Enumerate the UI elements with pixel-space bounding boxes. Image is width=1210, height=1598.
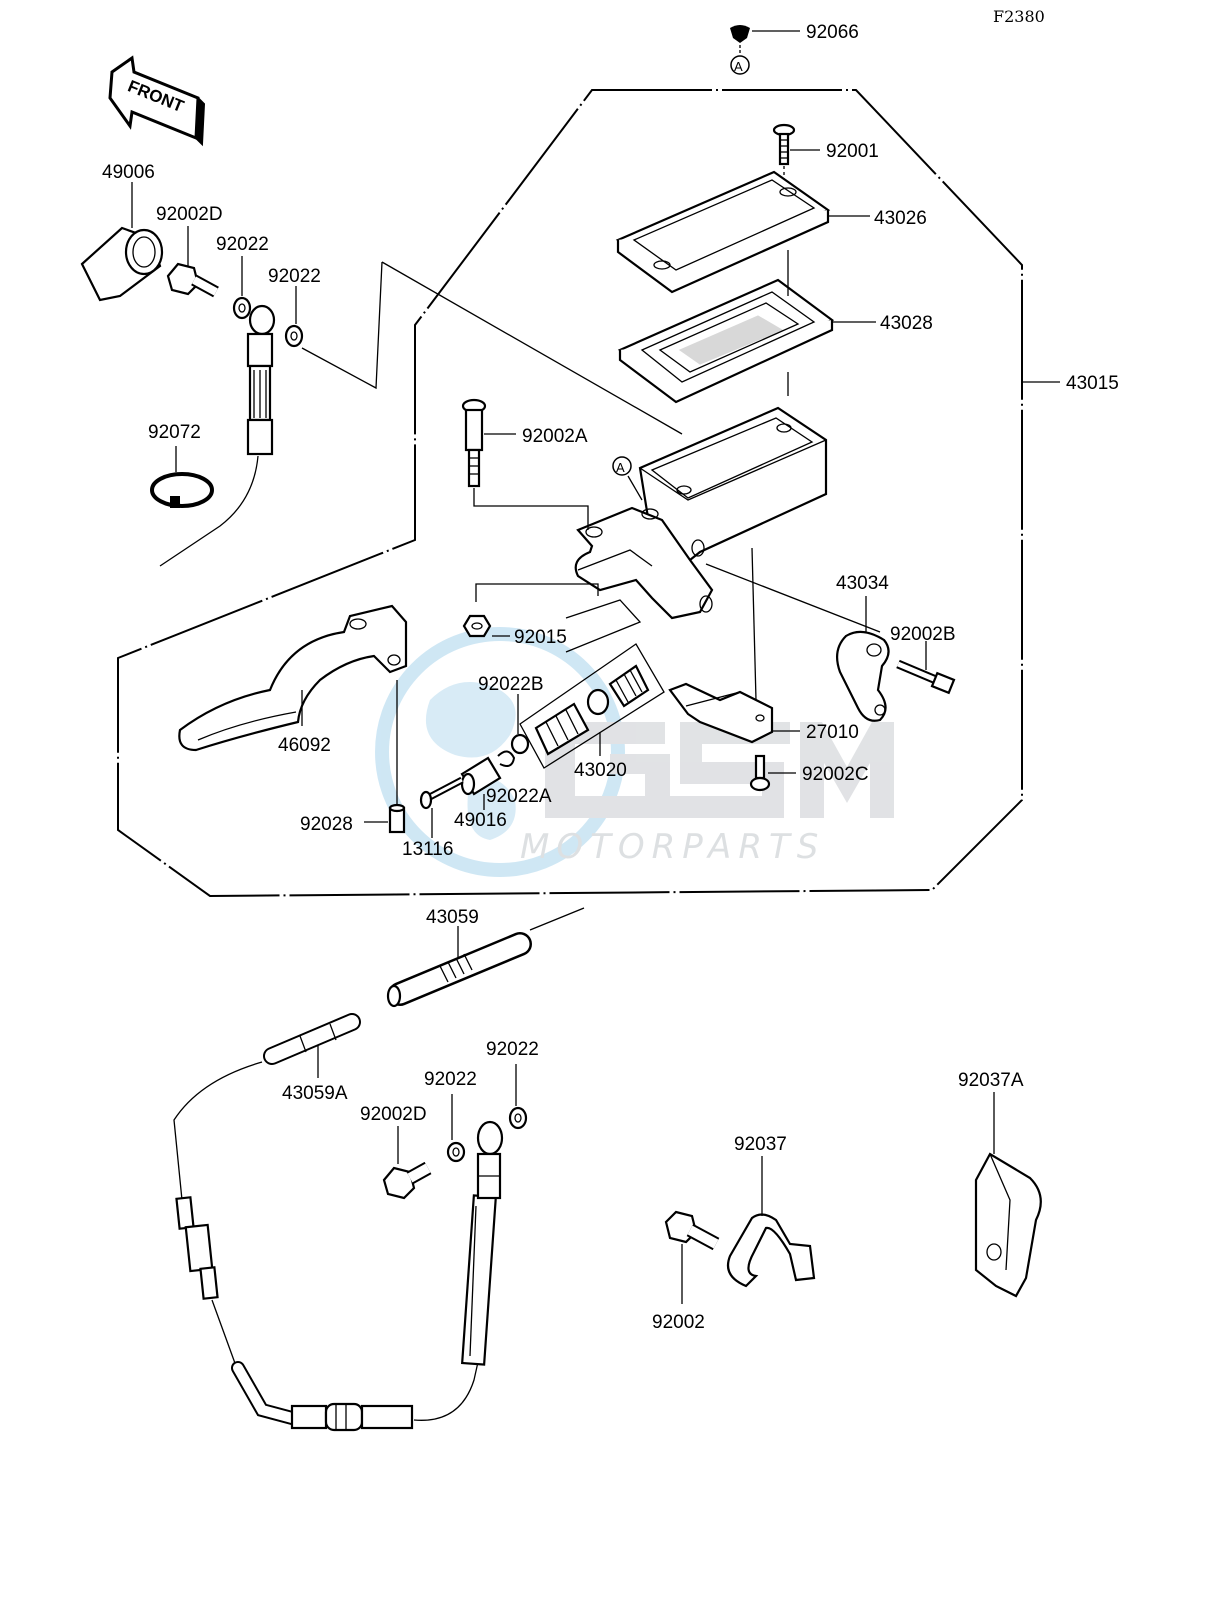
ref-marker-a-top: A bbox=[734, 59, 743, 74]
part-clutch-hose-lower bbox=[173, 1061, 504, 1432]
part-92037-bracket bbox=[726, 1156, 816, 1288]
part-43034-clamp bbox=[835, 596, 890, 722]
watermark-globe bbox=[375, 627, 625, 877]
label-13116: 13116 bbox=[402, 839, 453, 860]
part-49006-cover bbox=[80, 182, 164, 302]
leader-92002A-body bbox=[473, 488, 589, 530]
part-43026-cap bbox=[615, 170, 870, 294]
label-43059A: 43059A bbox=[282, 1083, 348, 1104]
watermark: MOTORPARTS bbox=[375, 627, 894, 877]
label-43015: 43015 bbox=[1066, 373, 1119, 394]
part-92037A-clamp bbox=[974, 1092, 1042, 1298]
label-92037A: 92037A bbox=[958, 1070, 1024, 1091]
part-92066: A bbox=[730, 25, 800, 75]
part-43059-cable bbox=[386, 926, 532, 1008]
leader-92015-body bbox=[475, 583, 599, 602]
label-92002B: 92002B bbox=[890, 624, 956, 645]
label-92002C: 92002C bbox=[802, 764, 869, 785]
part-49016-boot bbox=[460, 756, 502, 810]
assembly-outline-43015 bbox=[117, 89, 1023, 898]
watermark-logo bbox=[545, 722, 894, 818]
label-43034: 43034 bbox=[836, 573, 889, 594]
ref-marker-a-body: A bbox=[616, 460, 625, 475]
part-92022-washer-c bbox=[446, 1094, 466, 1163]
part-92001 bbox=[772, 123, 820, 188]
leader-banjo-washer bbox=[301, 261, 383, 390]
label-46092: 46092 bbox=[278, 735, 331, 756]
label-43059: 43059 bbox=[426, 907, 479, 928]
part-92002C-screw bbox=[749, 754, 796, 792]
part-92002-bolt bbox=[664, 1210, 720, 1304]
label-49006: 49006 bbox=[102, 162, 155, 183]
front-arrow-icon: FRONT bbox=[108, 55, 206, 147]
part-92022-washer-b bbox=[284, 286, 304, 348]
leader-43059-cut bbox=[529, 907, 585, 931]
part-92022-washer-d bbox=[508, 1064, 528, 1130]
label-92066: 92066 bbox=[806, 22, 859, 43]
label-92002: 92002 bbox=[652, 1312, 705, 1333]
part-clutch-hose-upper bbox=[159, 304, 276, 567]
part-92028-bushing bbox=[364, 680, 406, 834]
part-27010-switch bbox=[668, 682, 800, 744]
diagram-code: F2380 bbox=[993, 7, 1045, 26]
label-43026: 43026 bbox=[874, 208, 927, 229]
leader-bore bbox=[565, 599, 642, 653]
label-92022-d: 92022 bbox=[486, 1039, 539, 1060]
label-92037: 92037 bbox=[734, 1134, 787, 1155]
label-27010: 27010 bbox=[806, 722, 859, 743]
label-92022A: 92022A bbox=[486, 786, 552, 807]
label-92002D-bottom: 92002D bbox=[360, 1104, 427, 1125]
part-43028-diaphragm bbox=[617, 250, 876, 404]
label-92022B: 92022B bbox=[478, 674, 544, 695]
part-92015-nut bbox=[462, 614, 510, 638]
part-92002A-bolt bbox=[461, 398, 516, 488]
label-92022-b: 92022 bbox=[268, 266, 321, 287]
label-92022-c: 92022 bbox=[424, 1069, 477, 1090]
label-43020: 43020 bbox=[574, 760, 627, 781]
leader-switch-body bbox=[751, 547, 757, 701]
label-92001: 92001 bbox=[826, 141, 879, 162]
watermark-tagline: MOTORPARTS bbox=[520, 827, 825, 867]
label-92022-a: 92022 bbox=[216, 234, 269, 255]
part-92002D-bottom-bolt bbox=[382, 1126, 432, 1200]
leader-43034-body bbox=[705, 563, 881, 633]
part-13116-pushrod bbox=[419, 776, 464, 838]
part-43020-piston-kit bbox=[510, 643, 665, 769]
part-92002B-bolt bbox=[896, 641, 956, 695]
label-49016: 49016 bbox=[454, 810, 507, 831]
label-92002A: 92002A bbox=[522, 426, 588, 447]
label-43028: 43028 bbox=[880, 313, 933, 334]
label-92015: 92015 bbox=[514, 627, 567, 648]
watermark-continents bbox=[425, 682, 516, 840]
part-46092-lever bbox=[178, 604, 408, 752]
part-92002D-top-bolt bbox=[166, 226, 219, 298]
label-92028: 92028 bbox=[300, 814, 353, 835]
leader-hose-body bbox=[381, 261, 683, 435]
part-master-cylinder-body: A bbox=[574, 406, 828, 620]
label-92002D-top: 92002D bbox=[156, 204, 223, 225]
part-43059A-fitting bbox=[263, 1013, 361, 1078]
label-92072: 92072 bbox=[148, 422, 201, 443]
part-92072-clamp bbox=[150, 446, 214, 508]
part-92022-washer-a bbox=[232, 256, 252, 320]
